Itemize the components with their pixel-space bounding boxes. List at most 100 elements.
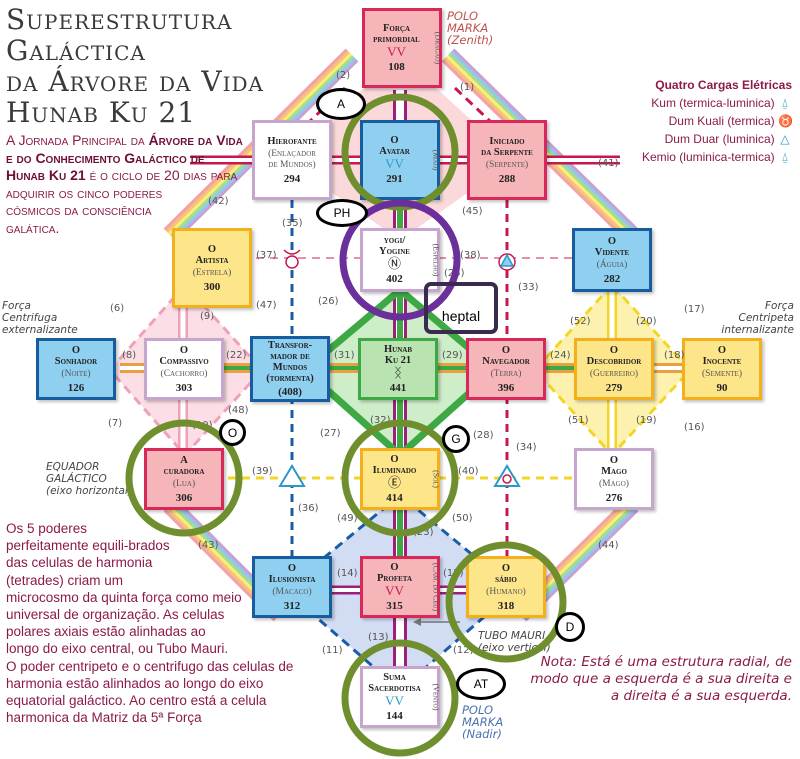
edge-label: (28) <box>473 430 494 441</box>
node-title: Força primordial <box>373 23 420 45</box>
annotation-label-o: O <box>219 419 246 446</box>
edge-label: (6) <box>110 303 125 314</box>
node-subtitle: (Águia) <box>596 259 628 270</box>
edge-label: (33) <box>518 282 539 293</box>
polo-zenith-label: POLO MARKA (Zenith) <box>447 9 494 47</box>
node-title: O Sonhador <box>54 344 98 367</box>
glyph-icon: ᛝ <box>394 365 402 380</box>
node-curadora: A curadora(Lua) 306 <box>144 448 224 510</box>
node-subtitle: (Enlaçador de Mundos) <box>268 148 316 170</box>
edge-label: (41) <box>598 158 619 169</box>
legend-title: Quatro Cargas Elétricas <box>655 78 792 92</box>
node-sabio: O sábio(Humano)318 <box>466 556 546 618</box>
wrap-spacer <box>138 520 316 537</box>
node-number: 291 <box>386 173 403 185</box>
node-number: 306 <box>175 491 193 504</box>
edge-label: (7) <box>108 418 123 429</box>
glyph-icon: Ⓔ <box>387 475 401 490</box>
node-title: A curadora <box>163 454 205 477</box>
node-subtitle: (Lua) <box>172 478 196 489</box>
edge-label: (19) <box>636 415 657 426</box>
edge-label: (37) <box>256 250 277 261</box>
node-number: 402 <box>386 273 403 285</box>
intro-text: A Jornada Principal da Árvore da Vida e … <box>6 132 246 318</box>
node-title: Transfor- mador de Mundos (tormenta) <box>266 340 314 384</box>
glyph-icon: VV <box>385 583 404 598</box>
node-number: 312 <box>283 599 301 612</box>
edge-label: (49) <box>337 513 358 524</box>
edge-label: (12) <box>453 645 474 656</box>
node-subtitle: (Serpente) <box>485 159 529 170</box>
edge-label: (25) <box>444 268 465 279</box>
glyph-icon: Ⓝ <box>387 256 401 271</box>
node-title: Suma Sacerdotisa <box>368 672 421 694</box>
annotation-heptal-box: heptal <box>424 282 498 334</box>
intro-line: A Jornada Principal da <box>6 132 145 148</box>
glyph-icon: VV <box>387 44 406 59</box>
node-mago: O Mago(Mago)276 <box>574 448 654 510</box>
legend-item: Dum Kuali (termica) ♉ <box>642 112 793 130</box>
node-title: O Ilusionista <box>268 562 316 585</box>
legend-label: Kemio (luminica-termica) <box>641 150 775 164</box>
intro-bold: Árvore da Vida e do Conhecimento Galácti… <box>6 132 243 183</box>
title-line: Hunab Ku 21 <box>6 96 197 129</box>
edge-label: (38) <box>460 250 481 261</box>
legend-label: Dum Kuali (termica) <box>668 114 775 128</box>
edge-label: (2) <box>336 70 351 81</box>
node-number: 300 <box>203 280 221 293</box>
node-vidente: O Vidente(Águia)282 <box>572 228 652 292</box>
title-line: da Árvore da Vida <box>6 65 264 98</box>
body-text-content: Os 5 poderes perfeitamente equili-brados… <box>6 521 294 726</box>
edge-label: (34) <box>516 442 537 453</box>
node-number: 441 <box>389 382 407 394</box>
body-text: Os 5 poderes perfeitamente equili-brados… <box>6 520 316 726</box>
node-number: 414 <box>386 492 403 504</box>
edge-label: (16) <box>684 422 705 433</box>
edge-label: (18) <box>664 350 685 361</box>
kum-icon: ⍙ <box>781 96 789 110</box>
node-title: yogi/ Yogine <box>379 235 410 257</box>
intro-rest: é o ciclo de 20 dias para adquirir os ci… <box>6 167 238 236</box>
node-number: 279 <box>605 381 623 394</box>
node-subtitle: (Cachorro) <box>160 368 208 379</box>
node-title: O Navegador <box>482 344 530 367</box>
edge-label: (45) <box>462 206 483 217</box>
node-title: O Vidente <box>594 235 630 258</box>
legend-item: Dum Duar (luminica) △ <box>642 130 792 148</box>
node-number: 318 <box>497 599 515 612</box>
node-iniciado: Iniciado da Serpente(Serpente) 288 <box>467 120 547 200</box>
node-compassivo: O Compassivo(Cachorro)303 <box>144 338 224 400</box>
edge-label: (8) <box>122 350 137 361</box>
glyph-icon: VV <box>385 156 404 171</box>
node-number: 144 <box>386 710 403 722</box>
edge-label: (24) <box>550 350 571 361</box>
edge-label: (22) <box>226 350 247 361</box>
node-title: Iniciado da Serpente <box>481 135 533 158</box>
node-title: O Compassivo <box>159 344 209 367</box>
node-number: 288 <box>498 172 516 185</box>
edge-label: (20) <box>636 316 657 327</box>
edge-label: (50) <box>452 513 473 524</box>
node-title: O Artista <box>195 243 229 266</box>
legend-label: Kum (termica-luminica) <box>651 96 775 110</box>
node-number: 315 <box>386 600 403 612</box>
node-number: 396 <box>497 381 515 394</box>
edge-label: (43) <box>198 540 219 551</box>
edge-label: (32) <box>370 415 391 426</box>
edge-label: (36) <box>298 503 319 514</box>
tubo-mauri-label: TUBO MAURI (eixo vertical) <box>478 630 551 654</box>
node-ilusionista: O Ilusionista(Macaco)312 <box>252 556 332 618</box>
node-title: O Avatar <box>379 135 410 157</box>
node-number: 90 <box>716 381 728 394</box>
annotation-label-ph: PH <box>316 199 368 227</box>
node-descobridor: O Descobridor(Guerreiro)279 <box>574 338 654 400</box>
edge-label: (51) <box>568 415 589 426</box>
edge-label: (35) <box>282 218 303 229</box>
legend-item: Kemio (luminica-termica) ⍙ <box>642 148 792 166</box>
annotation-label-at: AT <box>456 668 506 700</box>
